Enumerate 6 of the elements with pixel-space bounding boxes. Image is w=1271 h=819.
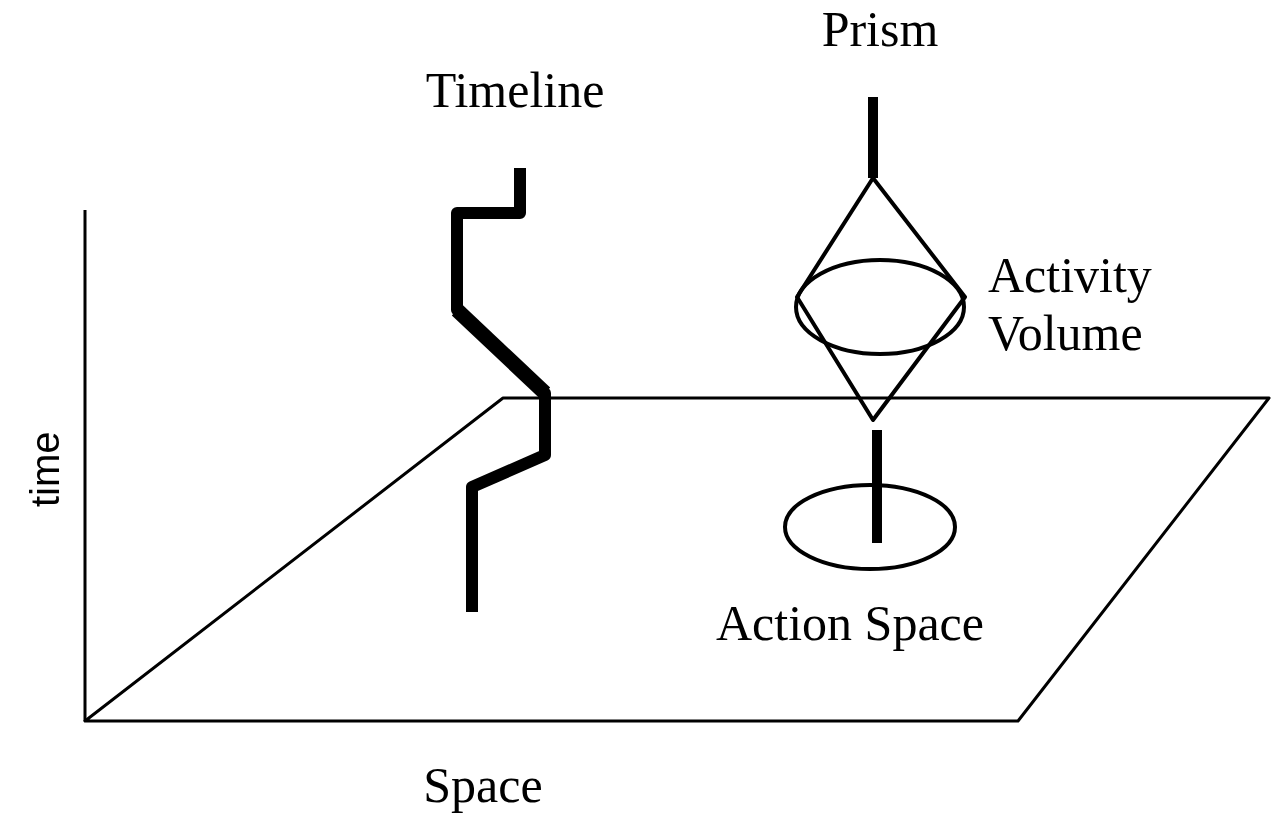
axis-label: time — [23, 430, 67, 507]
diagram-label: Activity Volume — [988, 246, 1153, 362]
diagram-label: Timeline — [424, 61, 606, 119]
diagram-label: Action Space — [715, 594, 985, 652]
diagram-label: Prism — [820, 0, 940, 58]
diagram-label: Space — [422, 756, 544, 814]
